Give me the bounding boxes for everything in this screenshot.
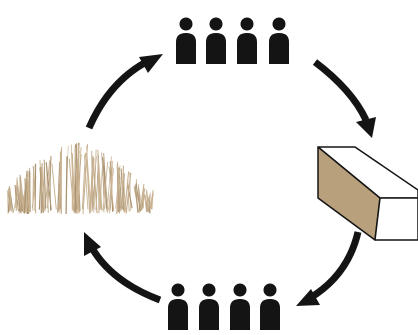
person-icon [237, 17, 257, 64]
grass-blade [16, 179, 23, 211]
grass-blade [8, 191, 12, 209]
grass-blade [116, 170, 120, 214]
grass-blade [43, 159, 47, 209]
grass-blade [135, 183, 141, 212]
person-icon [168, 283, 188, 330]
grass-blade [97, 149, 103, 211]
grass-blade [126, 182, 133, 209]
grass-blade [102, 161, 109, 212]
people-group-bottom-icon [168, 283, 280, 330]
grass-blade [51, 163, 57, 210]
grass-blade [125, 172, 132, 214]
grass-blade [89, 156, 94, 210]
grass-blade [23, 178, 28, 214]
people-group-top-icon [176, 17, 289, 64]
grass-blade [6, 190, 12, 211]
arrow-people-bottom-to-grass [84, 232, 162, 304]
grass-blade [81, 152, 87, 210]
grass-blade [144, 194, 148, 213]
grass-blade [145, 192, 152, 210]
grass-blade [106, 156, 112, 212]
grass-blade [65, 156, 68, 215]
arrow-grass-to-people-top [85, 54, 163, 130]
person-icon [176, 17, 196, 64]
grass-blade [77, 147, 82, 214]
grass-blade [137, 185, 142, 212]
grass-blade [41, 163, 45, 211]
grass-blade [97, 159, 100, 214]
grass-blade [149, 194, 151, 213]
grass-blade [59, 160, 62, 214]
grass-blade [82, 144, 89, 215]
person-icon [260, 283, 280, 330]
grass-blade [109, 160, 113, 210]
grass-blade [93, 149, 97, 210]
grass-blade [45, 162, 52, 210]
block-icon [317, 146, 418, 241]
person-icon [269, 17, 289, 64]
person-icon [206, 17, 226, 64]
grass-tuft-icon [6, 142, 154, 215]
arrow-people-top-to-block [312, 59, 376, 138]
grass-blade [40, 166, 43, 213]
grass-blade [85, 152, 91, 214]
person-icon [230, 283, 250, 330]
grass-blade [13, 190, 19, 211]
arrow-block-to-people-bottom [296, 231, 362, 306]
grass-blade [116, 164, 122, 210]
grass-blade [71, 155, 76, 212]
grass-blade [91, 161, 95, 213]
grass-blade [29, 167, 31, 212]
grass-blade [142, 187, 145, 209]
grass-blade [120, 176, 126, 209]
grass-blade [26, 176, 31, 213]
grass-blade [151, 190, 154, 210]
grass-blade [102, 162, 107, 209]
person-icon [199, 283, 219, 330]
grass-blade [9, 186, 12, 210]
grass-blade [99, 160, 104, 211]
grass-blade [134, 184, 139, 213]
grass-blade [57, 161, 60, 213]
grass-blade [103, 152, 108, 210]
grass-blade [32, 165, 37, 214]
grass-blade [124, 171, 130, 213]
grass-blade [15, 185, 20, 214]
grass-blade [19, 179, 25, 211]
grass-blade [122, 173, 125, 209]
